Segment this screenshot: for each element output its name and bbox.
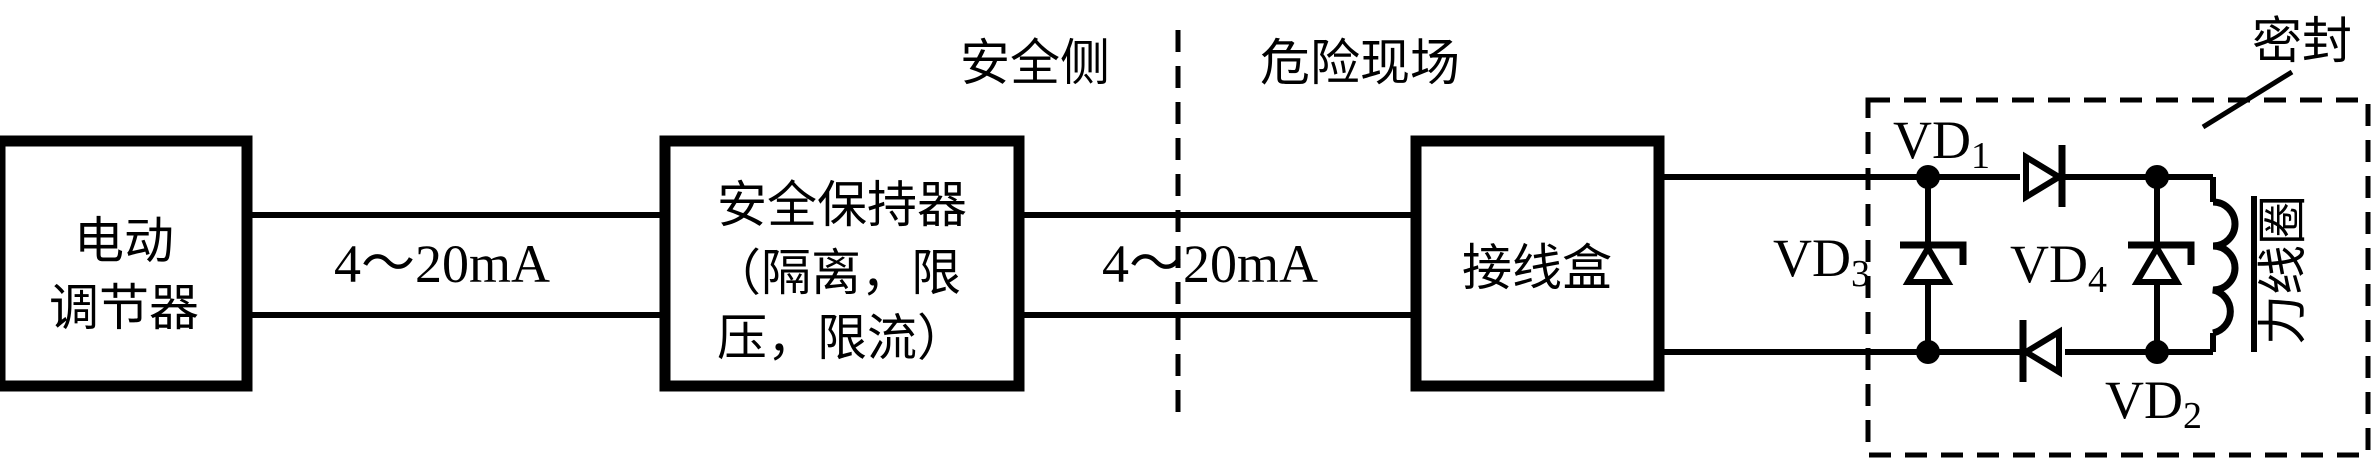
enclosure-leader-line <box>2201 69 2294 130</box>
diode-label-vd1: VD1 <box>1893 110 1990 177</box>
safe-side-label: 安全侧 <box>960 35 1110 91</box>
force-coil-icon <box>2210 177 2257 352</box>
zener-diode-vd3-icon <box>1900 241 1967 285</box>
enclosure-label: 密封 <box>2252 13 2352 69</box>
hazard-side-label: 危险现场 <box>1260 35 1460 91</box>
barrier-label-line3: 压，限流） <box>717 310 967 366</box>
barrier-label-line2: （隔离，限 <box>711 245 961 301</box>
sealed-enclosure <box>1865 97 2371 458</box>
junction-box-block: 接线盒 <box>1410 135 1665 392</box>
diode-label-vd3: VD3 <box>1773 228 1870 295</box>
signal-label-left: 4～20mA <box>334 234 550 294</box>
regulator-label-line1: 电动 <box>74 213 174 269</box>
junction-nodes <box>1916 165 2169 364</box>
diode-vd1-icon <box>2020 145 2066 207</box>
barrier-label-line1: 安全保持器 <box>717 177 967 233</box>
diode-label-vd2: VD2 <box>2105 370 2202 437</box>
force-coil-label: 力线圈 <box>2255 195 2311 345</box>
junction-box-label: 接线盒 <box>1462 240 1612 296</box>
safety-barrier-block: 安全保持器 （隔离，限 压，限流） <box>659 135 1025 392</box>
regulator-block: 电动 调节器 <box>0 135 253 392</box>
signal-label-right: 4～20mA <box>1102 234 1318 294</box>
zener-diode-vd4-icon <box>2128 241 2195 285</box>
regulator-label-line2: 调节器 <box>49 280 199 336</box>
diode-vd2-icon <box>2019 320 2065 382</box>
diode-label-vd4: VD4 <box>2010 234 2107 301</box>
